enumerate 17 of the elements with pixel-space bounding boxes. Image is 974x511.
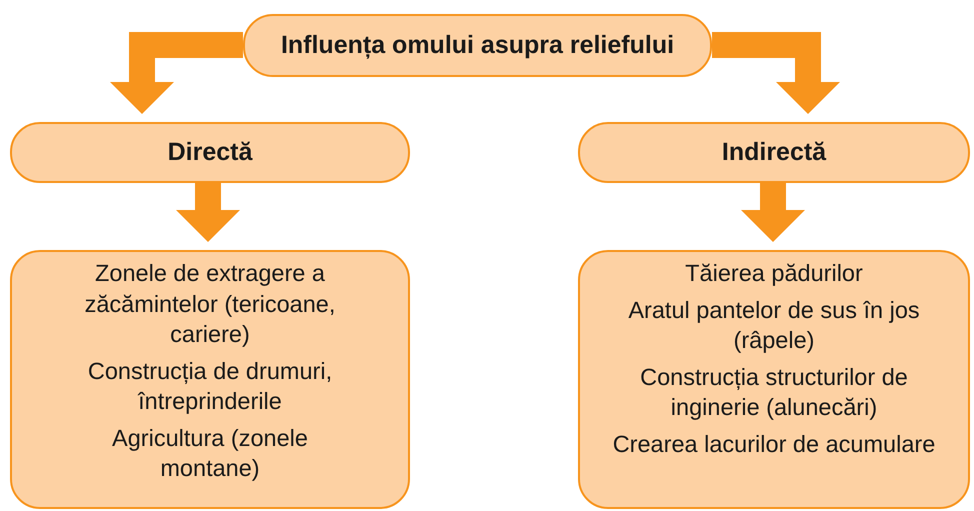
- block-arrow: [176, 183, 240, 242]
- block-arrow: [712, 32, 840, 114]
- node-text: Zonele de extragere a zăcămintelor (tericoane, cariere): [84, 259, 336, 350]
- block-arrow: [741, 183, 805, 242]
- node-text: Crearea lacurilor de acumulare: [612, 430, 936, 459]
- node-text: Tăierea pădurilor: [685, 259, 863, 288]
- node-text: Indirectă: [722, 138, 826, 167]
- node-text: Agricultura (zonele montane): [111, 424, 309, 484]
- node-text: Influența omului asupra reliefului: [280, 31, 674, 60]
- node-text: Construcția structurilor de inginerie (alunecări): [639, 362, 909, 422]
- title-box: [243, 14, 712, 77]
- node-text: Directă: [168, 138, 252, 167]
- node-text: Construcția de drumuri, întreprinderile: [86, 356, 334, 416]
- list-box: [10, 250, 410, 509]
- node-text: Aratul pantelor de sus în jos (râpele): [627, 296, 921, 356]
- list-box: [578, 250, 970, 509]
- block-arrow: [110, 32, 243, 114]
